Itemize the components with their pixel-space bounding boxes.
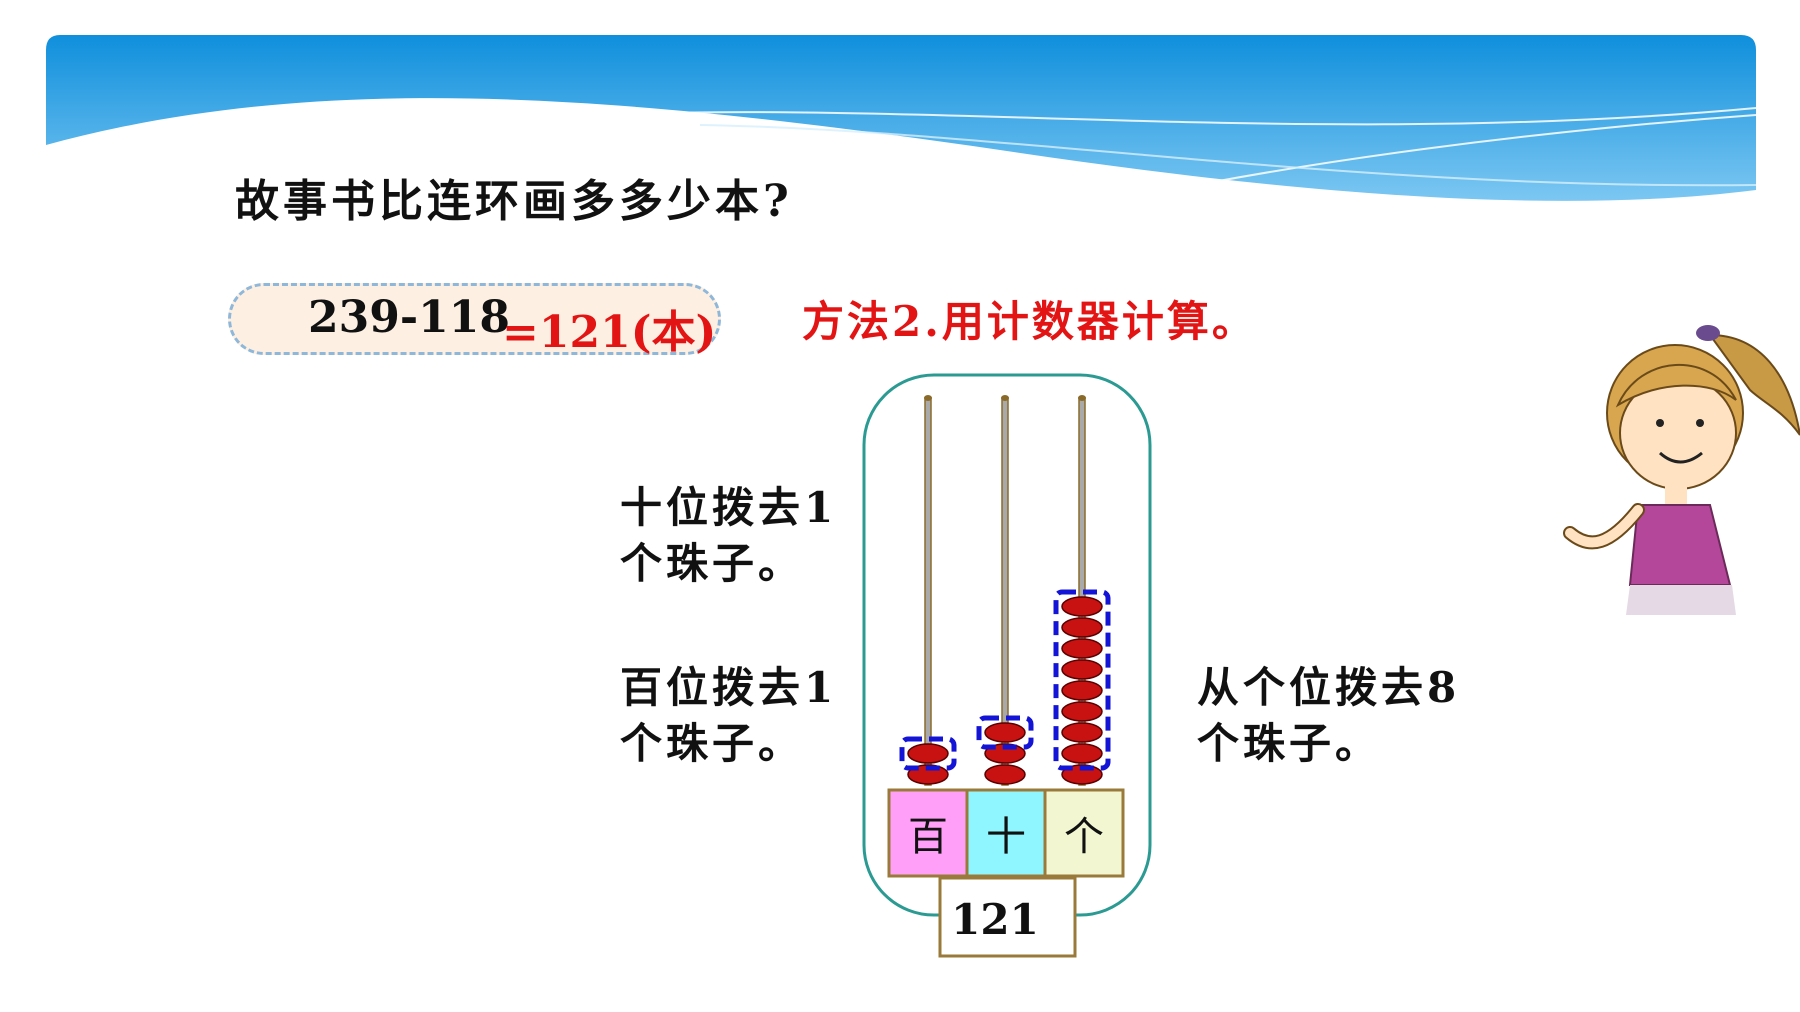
removed-bead-hundreds xyxy=(907,743,949,764)
question-text: 故事书比连环画多多少本? xyxy=(235,176,793,227)
place-label-hundreds: 百 xyxy=(908,814,948,860)
result-box xyxy=(938,876,1077,958)
rod-hundreds xyxy=(924,397,932,786)
removed-bead-ones xyxy=(1061,680,1103,701)
bead-tens xyxy=(984,764,1026,785)
method-text: 方法2.用计数器计算。 xyxy=(802,297,1257,346)
place-label-ones: 个 xyxy=(1064,814,1104,860)
equation-result: =121(本) xyxy=(502,307,717,358)
girl-illustration xyxy=(1563,325,1800,615)
removed-bead-tens xyxy=(984,722,1026,743)
removed-bead-ones xyxy=(1061,722,1103,743)
equation-expression: 239-118 xyxy=(308,292,510,343)
result-number: 121 xyxy=(951,895,1039,944)
removed-bead-ones xyxy=(1061,617,1103,638)
removed-highlight-tens xyxy=(976,715,1034,750)
place-label-tens: 十 xyxy=(986,814,1026,860)
place-box-ones xyxy=(1043,788,1125,878)
rod-cap-tens xyxy=(1001,395,1009,401)
place-box-hundreds xyxy=(887,788,969,878)
note-tens: 十位拨去1个珠子。 xyxy=(620,483,838,588)
removed-highlight-hundreds xyxy=(899,736,957,771)
removed-bead-ones xyxy=(1061,638,1103,659)
removed-highlight-ones xyxy=(1053,589,1111,771)
note-hundreds: 百位拨去1个珠子。 xyxy=(620,663,838,768)
place-box-tens xyxy=(965,788,1047,878)
header-banner xyxy=(46,35,1757,206)
note-ones: 从个位拨去8个珠子。 xyxy=(1197,663,1461,768)
removed-bead-ones xyxy=(1061,596,1103,617)
removed-bead-ones xyxy=(1061,659,1103,680)
removed-bead-ones xyxy=(1061,743,1103,764)
rod-cap-ones xyxy=(1078,395,1086,401)
equation-box xyxy=(228,283,721,355)
rod-cap-hundreds xyxy=(924,395,932,401)
removed-bead-ones xyxy=(1061,701,1103,722)
counting-frame: 百十个 121 xyxy=(862,373,1152,958)
